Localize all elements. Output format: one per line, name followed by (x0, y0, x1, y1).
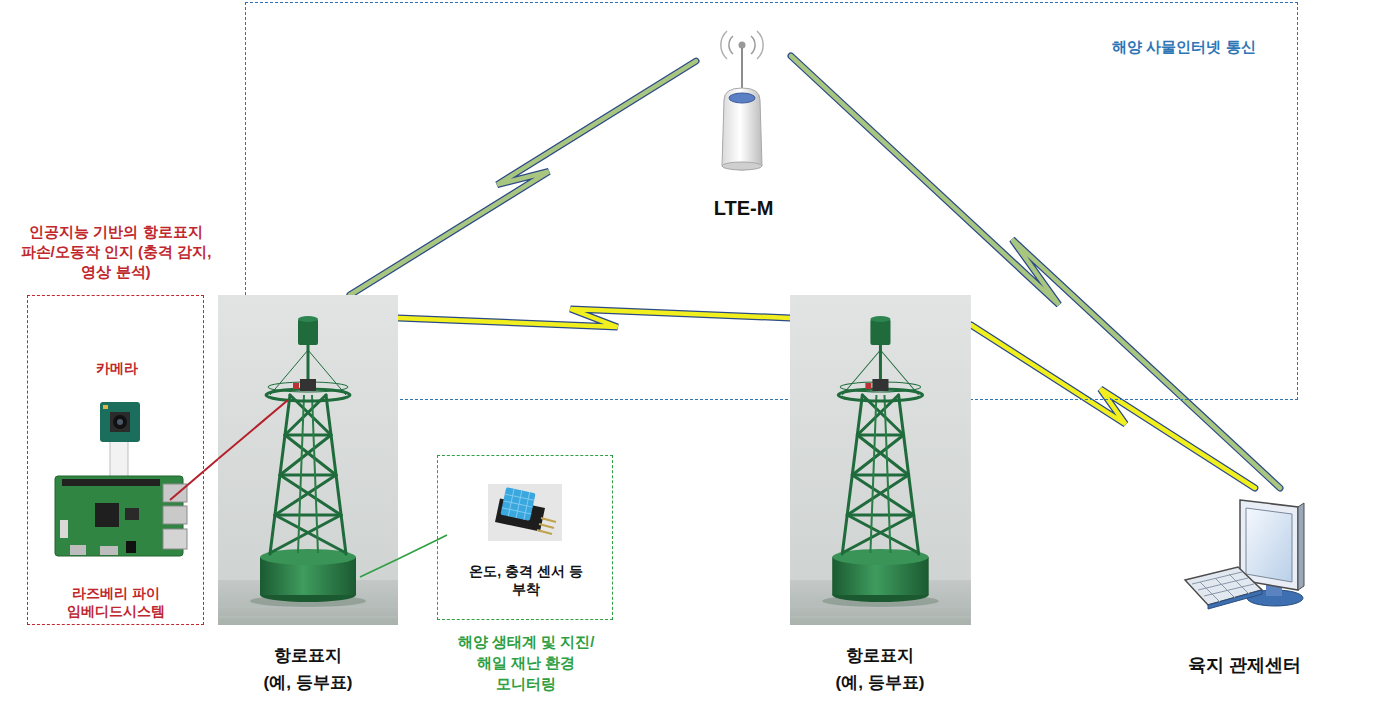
sensor-module (539, 524, 554, 528)
wireless-link (791, 56, 1280, 488)
raspberry-pi-board (163, 529, 187, 549)
computer-icon (1215, 578, 1235, 598)
camera-module (110, 412, 130, 432)
raspberry-pi-board (60, 520, 68, 538)
leader-line (437, 535, 447, 540)
sensor-module (541, 518, 556, 522)
node-label: LTE-M (696, 196, 791, 220)
node-label: 인공지능 기반의 항로표지 파손/오동작 인지 (충격 감지, 영상 분석) (16, 222, 216, 282)
antenna-node: LTE-M (696, 26, 791, 221)
antenna-icon (722, 162, 762, 170)
antenna-icon (741, 48, 743, 90)
computer-icon (1298, 503, 1304, 590)
camera-module (110, 440, 128, 480)
leader-line (204, 459, 218, 471)
camera-module (100, 402, 140, 442)
sensor-module (508, 489, 514, 516)
raspberry-pi-board (126, 541, 136, 553)
computer-icon (1185, 500, 1304, 609)
antenna-icon (751, 36, 755, 54)
embedded-box: 인공지능 기반의 항로표지 파손/오동작 인지 (충격 감지, 영상 분석)카메… (27, 295, 204, 625)
leader-line (398, 540, 437, 559)
computer-icon (1185, 567, 1262, 605)
computer-icon (1246, 508, 1292, 582)
node-label: 항로표지 (예, 등부표) (260, 642, 356, 696)
antenna-icon (739, 42, 746, 49)
leader-line (398, 540, 437, 559)
node-label: 카메라 (28, 359, 205, 377)
camera-module (113, 415, 127, 429)
wireless-link-outline (350, 61, 696, 295)
wireless-link-outline (971, 325, 1255, 488)
network-region: 해양 사물인터넷 통신 LTE-M (245, 2, 1298, 400)
node-label: 해양 생태계 및 지진/해일 재난 환경 모니터링 (446, 631, 606, 694)
node-label: 해양 사물인터넷 통신 (1094, 37, 1274, 57)
leader-line (170, 471, 204, 500)
leader-line (360, 559, 398, 577)
antenna-icon (722, 88, 762, 170)
wireless-link (350, 61, 696, 295)
raspberry-pi-board (163, 506, 187, 524)
raspberry-pi-board (55, 476, 187, 556)
sensor-module (488, 484, 562, 541)
control-center: 육지 관제센터 (1175, 488, 1315, 683)
wireless-link-outline (791, 56, 1280, 488)
node-label: 온도, 충격 센서 등 부착 (461, 562, 591, 598)
raspberry-pi-board (95, 503, 119, 527)
node-label: 육지 관제센터 (1175, 653, 1315, 677)
antenna-icon (757, 31, 763, 59)
camera-module (117, 419, 123, 425)
wireless-link (398, 309, 790, 327)
raspberry-pi-board (163, 484, 187, 502)
sensor-module (537, 518, 556, 534)
raspberry-pi-board (70, 545, 86, 555)
wireless-link (971, 325, 1255, 488)
computer-icon (1192, 572, 1254, 602)
sensor-module (500, 487, 535, 521)
buoy-node: 항로표지 (예, 등부표) (790, 295, 971, 695)
sensor-module (516, 491, 522, 518)
antenna-icon (721, 31, 727, 59)
raspberry-pi-board (100, 546, 118, 555)
raspberry-pi-board (62, 479, 160, 486)
wireless-link-fill (350, 61, 696, 295)
buoy-photo (218, 295, 398, 625)
sensor-module (500, 487, 535, 521)
sensor-module (488, 484, 562, 541)
antenna-icon (729, 93, 755, 103)
sensor-module (524, 492, 530, 519)
camera-module (100, 402, 140, 480)
buoy-photo (790, 295, 971, 625)
wireless-link-fill (398, 309, 790, 327)
node-label: 항로표지 (예, 등부표) (832, 642, 928, 696)
buoy-node: 항로표지 (예, 등부표) (218, 295, 398, 695)
wireless-link-fill (971, 325, 1255, 488)
sensor-box: 온도, 충격 센서 등 부착해양 생태계 및 지진/해일 재난 환경 모니터링 (437, 455, 613, 620)
leader-line (218, 400, 288, 459)
antenna-icon (729, 36, 733, 54)
antenna-icon (721, 31, 763, 170)
sensor-module (505, 494, 534, 500)
sensor-module (537, 530, 552, 534)
leader-line (204, 459, 218, 471)
computer-icon (1229, 574, 1249, 594)
raspberry-pi-board (125, 508, 139, 520)
sensor-module (503, 501, 532, 507)
sensor-module (502, 508, 531, 514)
node-label: 라즈베리 파이 임베디드시스템 (41, 584, 191, 620)
camera-module (103, 405, 108, 409)
computer-icon (1192, 572, 1242, 584)
computer-icon (1200, 582, 1220, 602)
wireless-link-outline (398, 309, 790, 327)
wireless-link-fill (791, 56, 1280, 488)
